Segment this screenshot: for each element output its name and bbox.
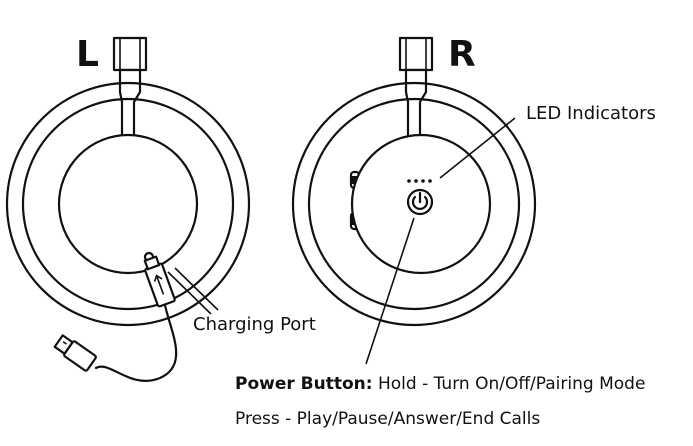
right-inner-ring	[307, 97, 521, 311]
right-letter: R	[448, 34, 476, 75]
charging-port-label: Charging Port	[193, 314, 316, 335]
left-earcup	[5, 36, 251, 382]
micro-usb-plug	[143, 255, 176, 308]
usb-icon	[153, 274, 165, 295]
power-button-press: Press - Play/Pause/Answer/End Calls	[235, 409, 540, 429]
power-button-line1: Power Button: Hold - Turn On/Off/Pairing…	[235, 374, 645, 394]
left-earcup-face	[57, 133, 199, 275]
usb-a-plug	[53, 334, 97, 372]
left-outer-ring	[5, 81, 251, 327]
power-button-hold: Hold - Turn On/Off/Pairing Mode	[373, 374, 646, 394]
left-headband	[112, 36, 148, 139]
power-button-leader	[365, 217, 415, 365]
left-inner-ring	[21, 97, 235, 311]
charging-port-leader	[174, 267, 219, 311]
power-button-title: Power Button:	[235, 374, 373, 394]
right-earcup-face	[350, 133, 492, 275]
led-indicators	[407, 179, 432, 183]
right-headband	[398, 36, 434, 139]
charging-cable	[94, 303, 178, 382]
led-indicators-label: LED Indicators	[526, 103, 656, 124]
left-letter: L	[76, 34, 99, 75]
right-earcup	[291, 36, 537, 365]
led-leader	[439, 117, 516, 179]
power-icon	[406, 188, 434, 216]
right-outer-ring	[291, 81, 537, 327]
